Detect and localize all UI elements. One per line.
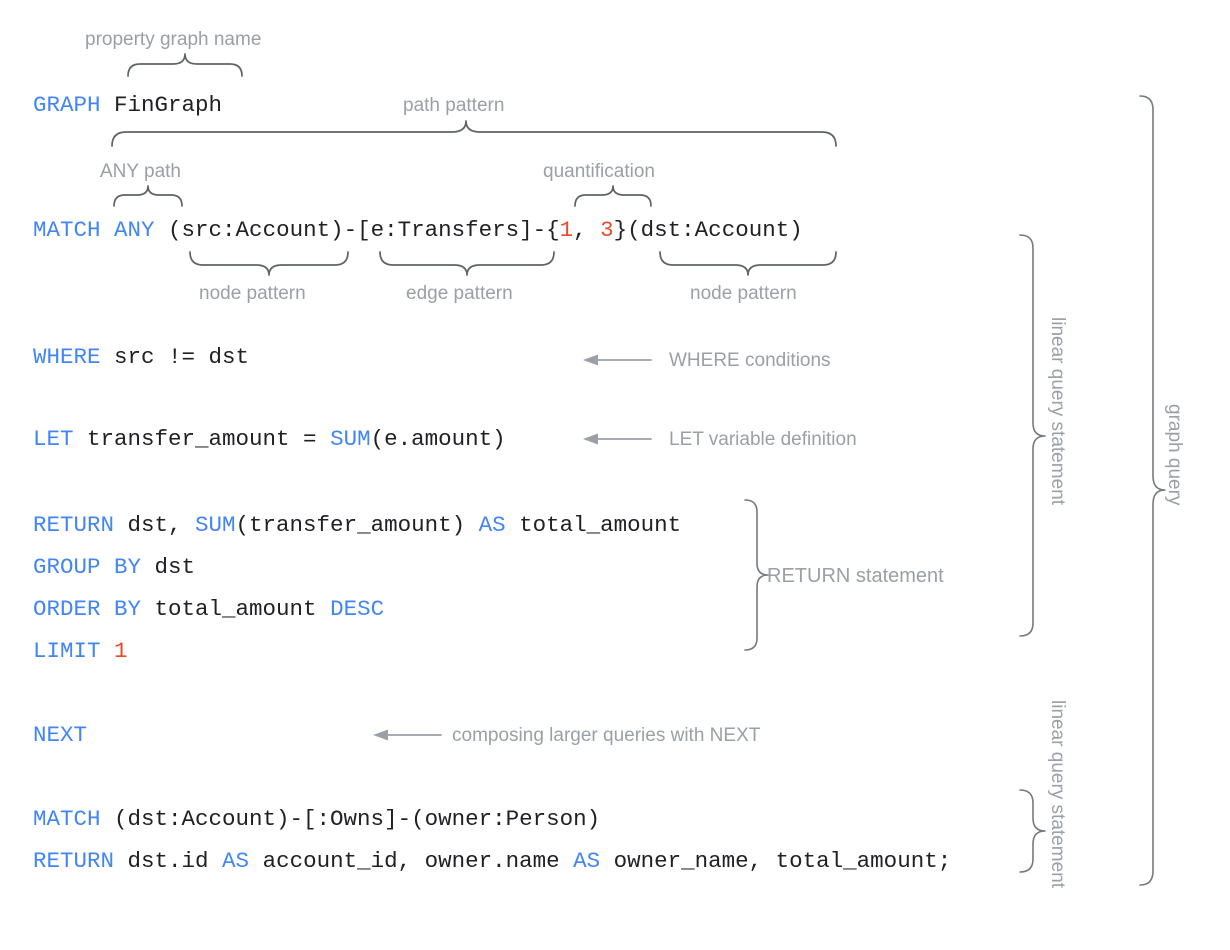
label-linear-query-statement-1: linear query statement [1047,317,1068,505]
code-text: , [573,217,601,243]
code-text: transfer_amount = [73,426,331,452]
code-text: (src:Account)-[e:Transfers]-{ [154,217,560,243]
code-keyword: RETURN [33,512,115,538]
brace-node-pattern-right [659,251,837,276]
code-text: account_id, owner.name [249,848,574,874]
code-keyword: AS [222,848,250,874]
arrow-let-variable-definition [583,433,652,445]
code-text: total_amount [505,512,682,538]
code-keyword: WHERE [33,344,101,370]
code-line-graph: GRAPH FinGraph [33,91,222,119]
code-keyword: AS [573,848,601,874]
code-keyword: ORDER BY [33,596,142,622]
code-keyword: DESC [330,596,385,622]
brace-return-statement [744,499,769,651]
code-keyword: SUM [195,512,236,538]
code-line-match-1: MATCH ANY (src:Account)-[e:Transfers]-{1… [33,216,803,244]
code-text: owner_name, total_amount; [600,848,952,874]
brace-linear-query-statement-1 [1019,234,1046,637]
code-text: total_amount [141,596,331,622]
code-keyword: MATCH [33,806,101,832]
code-text: dst.id [114,848,223,874]
brace-any-path [113,185,183,207]
code-keyword: MATCH [33,217,101,243]
brace-property-graph-name [127,53,243,77]
code-line-group-by: GROUP BY dst [33,553,195,581]
code-text: (dst:Account)-[:Owns]-(owner:Person) [100,806,601,832]
code-literal: 1 [114,638,128,664]
label-edge-pattern: edge pattern [406,283,513,304]
brace-linear-query-statement-2 [1019,789,1046,873]
label-graph-query: graph query [1164,404,1185,506]
code-line-let: LET transfer_amount = SUM(e.amount) [33,425,506,453]
brace-node-pattern-left [189,251,349,276]
code-line-match-2: MATCH (dst:Account)-[:Owns]-(owner:Perso… [33,805,600,833]
code-line-where: WHERE src != dst [33,343,249,371]
code-literal: 3 [600,217,614,243]
code-text: }(dst:Account) [613,217,803,243]
brace-path-pattern [111,120,837,147]
code-keyword: GROUP BY [33,554,142,580]
label-let-variable-definition: LET variable definition [669,429,857,450]
label-node-pattern-right: node pattern [690,283,797,304]
code-text: (transfer_amount) [235,512,479,538]
label-quantification: quantification [543,161,655,182]
code-line-limit: LIMIT 1 [33,637,128,665]
brace-quantification [574,185,652,207]
label-node-pattern-left: node pattern [199,283,306,304]
code-keyword: SUM [330,426,371,452]
code-keyword: ANY [114,217,155,243]
label-any-path: ANY path [100,161,181,182]
arrow-composing-next [373,729,442,741]
label-where-conditions: WHERE conditions [669,350,831,371]
code-text: dst, [114,512,196,538]
code-text: src != dst [100,344,250,370]
code-text: dst [141,554,196,580]
code-keyword: NEXT [33,722,88,748]
arrow-where-conditions [583,354,652,366]
code-text: (e.amount) [370,426,506,452]
code-line-return-2: RETURN dst.id AS account_id, owner.name … [33,847,951,875]
code-keyword: LIMIT [33,638,101,664]
label-linear-query-statement-2: linear query statement [1047,700,1068,888]
label-path-pattern: path pattern [403,95,505,116]
code-keyword: AS [478,512,506,538]
code-line-next: NEXT [33,721,87,749]
code-literal: 1 [559,217,574,243]
code-line-order-by: ORDER BY total_amount DESC [33,595,384,623]
label-composing-next: composing larger queries with NEXT [452,725,761,746]
label-property-graph-name: property graph name [85,29,262,50]
code-keyword: LET [33,426,74,452]
brace-graph-query [1139,95,1166,886]
code-text [101,638,115,664]
code-keyword: RETURN [33,848,115,874]
label-return-statement: RETURN statement [767,565,944,587]
code-text: FinGraph [100,92,223,118]
code-text [101,217,115,243]
code-keyword: GRAPH [33,92,101,118]
brace-edge-pattern [379,251,555,276]
code-line-return-1: RETURN dst, SUM(transfer_amount) AS tota… [33,511,681,539]
